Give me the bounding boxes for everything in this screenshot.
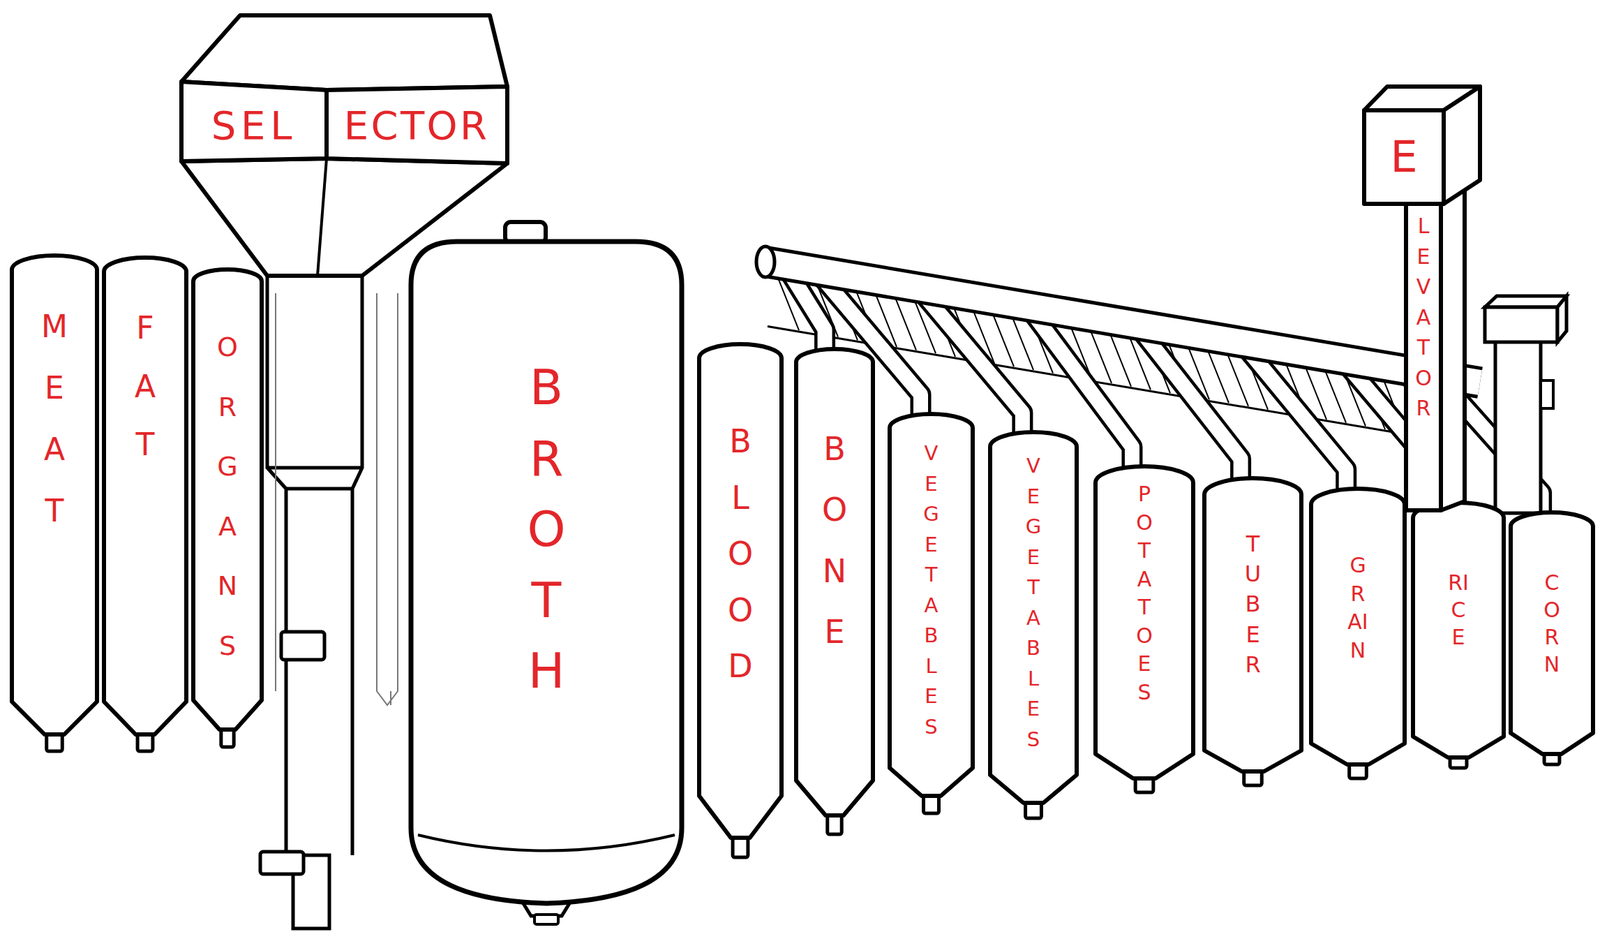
silo-body [193,269,262,730]
truss-hatch [895,297,917,350]
silo-body [11,255,97,735]
silo-label: MEAT [39,295,70,542]
silo-label: VEGETABLES [1023,450,1044,755]
pipe-valve [281,631,325,660]
truss-hatch [1325,370,1347,423]
silo-label: BLOOD [724,413,757,695]
background-silo [275,293,391,705]
storage-silo: BLOOD [697,341,784,862]
silo-label: ORGANS [214,317,241,676]
broth-tank: BROTH [408,220,685,927]
tank-seam [417,834,675,851]
silo-label: FAT [129,298,161,474]
selector-face [181,81,327,162]
selector-face [326,86,508,164]
truss-hatch [1090,330,1112,384]
silo-outline [1309,486,1407,783]
silo-label: POTATOES [1133,480,1155,707]
small-elevator-side [1557,295,1567,342]
funnel-edge [317,158,327,276]
storage-silo: BONE [794,346,876,839]
silo-body [699,344,782,838]
hopper-label: ECTOR [344,103,490,148]
silo-body [889,413,973,796]
storage-silo: MEAT [9,253,100,755]
selector-pipe [352,265,363,855]
background-silo [376,293,398,705]
silo-body [1311,488,1405,765]
hopper-label: SEL [211,103,297,148]
silo-body [990,431,1077,803]
silo-body [103,257,187,735]
silo-body [1204,477,1302,772]
storage-silo: GRAIN [1309,486,1407,783]
tank-body [410,241,682,903]
selector-pipe [267,466,363,470]
elevator-label: LEVATOR [1412,210,1434,424]
truss-hatch [1110,333,1132,386]
elevator-head [1364,110,1444,204]
small-elevator-head [1484,307,1558,342]
storage-silo: FAT [101,255,189,755]
silo-body [1412,502,1504,758]
silo-label: VEGETABLES [921,438,942,742]
silo-label: RICE [1447,568,1469,651]
elevator-shaft-side [1440,188,1465,511]
silo-label: CORN [1541,568,1563,678]
elevator-shaft [1406,203,1441,511]
selector-top [181,15,508,91]
selector-pipe [286,487,353,491]
silo-label: TUBER [1242,528,1265,680]
elevator-label: E [1389,133,1418,181]
elevator-tower: E LEVATOR [1359,82,1485,515]
silo-label: GRAIN [1347,551,1369,665]
silo-outline [794,346,876,839]
storage-silo: CORN [1508,510,1596,769]
silo-body [1095,466,1194,779]
tank-label: BROTH [521,352,571,707]
truss-hatch [1207,350,1229,403]
storage-silo: POTATOES [1093,464,1196,797]
small-elevator-bracket [1540,380,1554,409]
storage-silo: RICE [1410,500,1506,772]
storage-silo: ORGANS [191,267,264,751]
truss-hatch [992,313,1014,367]
silo-body [1510,512,1594,754]
tank-nozzle [534,914,559,924]
silo-body [796,348,873,816]
pipe-stub [260,851,304,874]
storage-silo: VEGETABLES [887,411,975,818]
elevator-head-side [1443,86,1480,204]
storage-silo: TUBER [1202,475,1304,790]
storage-silo: VEGETABLES [988,429,1079,822]
selector-pipe [267,265,287,855]
silo-label: BONE [818,418,851,663]
manifold-cap [756,246,775,278]
small-elevator-shaft [1495,341,1541,513]
